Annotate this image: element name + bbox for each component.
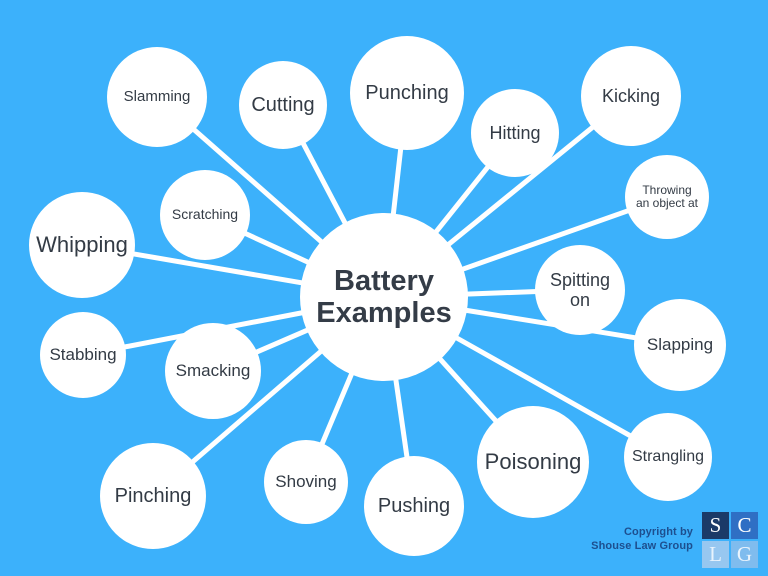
connector-cutting [300, 139, 349, 227]
node-label-spitting: Spitting on [549, 269, 611, 310]
connector-pushing [393, 375, 410, 461]
node-label-throwing: Throwing an object at [635, 182, 699, 210]
connector-kicking [445, 123, 597, 248]
node-label-hitting: Hitting [489, 122, 541, 143]
node-throwing: Throwing an object at [625, 155, 709, 239]
node-label-shoving: Shoving [275, 472, 337, 492]
connector-throwing [458, 207, 632, 273]
center-node-label: Battery Examples [316, 264, 452, 329]
copyright-line-1: Copyright by [623, 526, 693, 539]
node-cutting: Cutting [239, 61, 327, 149]
node-slapping: Slapping [634, 299, 726, 391]
connector-strangling [452, 334, 634, 439]
node-strangling: Strangling [624, 413, 712, 501]
logo-cell-c: C [731, 512, 758, 539]
center-node: Battery Examples [300, 213, 468, 381]
node-shoving: Shoving [264, 440, 348, 524]
node-whipping: Whipping [29, 192, 135, 298]
node-scratching: Scratching [160, 170, 250, 260]
node-label-strangling: Strangling [631, 448, 705, 466]
connector-shoving [319, 370, 355, 448]
connector-poisoning [436, 355, 500, 425]
node-label-pinching: Pinching [114, 484, 192, 507]
node-kicking: Kicking [581, 46, 681, 146]
copyright-text: Copyright by Shouse Law Group [591, 526, 693, 554]
node-pinching: Pinching [100, 443, 206, 549]
node-smacking: Smacking [165, 323, 261, 419]
connector-spitting [463, 289, 540, 297]
node-label-cutting: Cutting [251, 93, 315, 116]
logo-cell-s: S [702, 512, 729, 539]
node-hitting: Hitting [471, 89, 559, 177]
node-pushing: Pushing [364, 456, 464, 556]
copyright-line-2: Shouse Law Group [591, 540, 693, 552]
shouse-law-group-logo: S C L G [702, 512, 758, 568]
node-label-poisoning: Poisoning [484, 448, 582, 474]
node-label-kicking: Kicking [601, 85, 661, 106]
connector-slamming [190, 126, 325, 246]
connector-scratching [241, 230, 312, 266]
connector-punching [390, 145, 404, 219]
node-label-punching: Punching [365, 81, 449, 104]
node-label-stabbing: Stabbing [49, 345, 117, 365]
connector-smacking [252, 327, 312, 356]
footer-branding: Copyright by Shouse Law Group S C L G [591, 512, 758, 568]
node-label-slapping: Slapping [646, 335, 714, 355]
connector-pinching [189, 348, 325, 466]
node-spitting: Spitting on [535, 245, 625, 335]
node-slamming: Slamming [107, 47, 207, 147]
node-label-scratching: Scratching [171, 206, 239, 223]
node-label-pushing: Pushing [377, 494, 451, 517]
connector-hitting [432, 163, 492, 236]
node-label-smacking: Smacking [175, 361, 251, 381]
node-label-slamming: Slamming [123, 87, 191, 105]
node-poisoning: Poisoning [477, 406, 589, 518]
node-stabbing: Stabbing [40, 312, 126, 398]
node-punching: Punching [350, 36, 464, 150]
logo-cell-g: G [731, 541, 758, 568]
node-label-whipping: Whipping [36, 231, 128, 257]
connector-whipping [129, 251, 306, 286]
logo-cell-l: L [702, 541, 729, 568]
